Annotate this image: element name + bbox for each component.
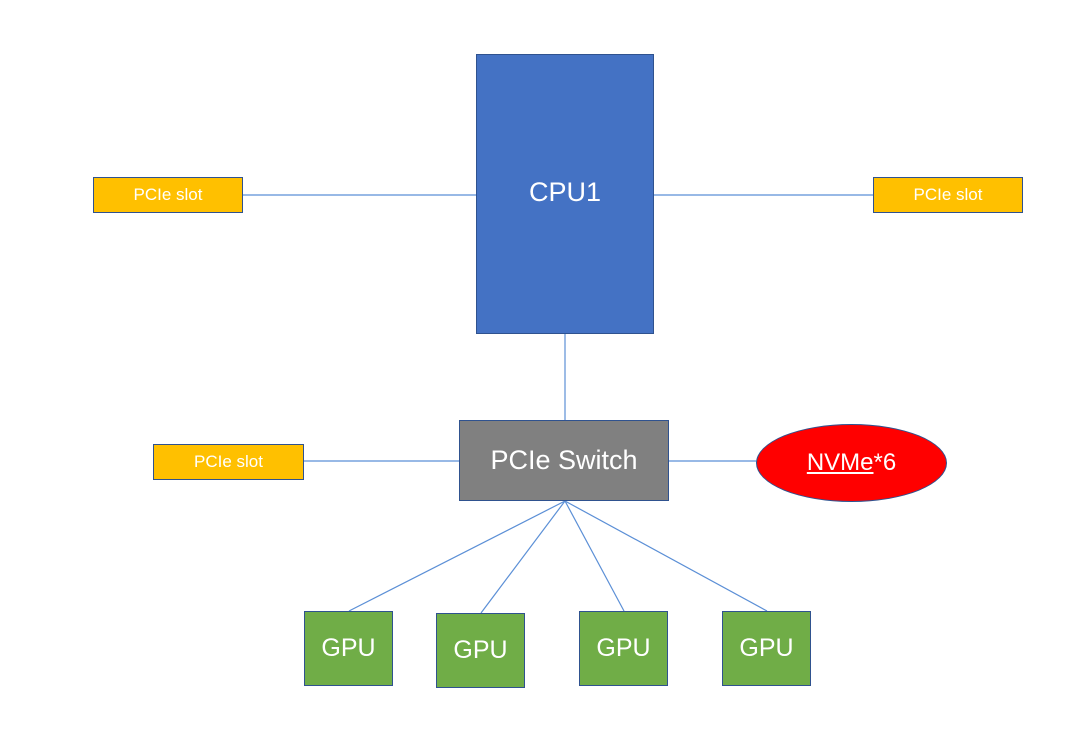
gpu-node-3: GPU <box>579 611 668 686</box>
nvme-node: NVMe*6 <box>756 424 947 502</box>
nvme-label-suffix: *6 <box>873 449 897 476</box>
pcie-slot-label: PCIe slot <box>194 452 263 471</box>
pcie-switch-label: PCIe Switch <box>490 445 638 475</box>
nvme-label: NVMe*6 <box>807 449 896 477</box>
gpu-label: GPU <box>321 634 376 662</box>
cpu-node: CPU1 <box>476 54 654 334</box>
pcie-slot-left-top: PCIe slot <box>93 177 243 213</box>
pcie-slot-left-mid: PCIe slot <box>153 444 304 480</box>
pcie-switch-node: PCIe Switch <box>459 420 669 501</box>
pcie-slot-right-top: PCIe slot <box>873 177 1023 213</box>
gpu-node-4: GPU <box>722 611 811 686</box>
link-switch-to-gpu-2 <box>480 500 566 614</box>
gpu-node-1: GPU <box>304 611 393 686</box>
link-switch-to-gpu-3 <box>564 500 625 612</box>
link-switch-to-gpu-1 <box>348 500 566 612</box>
nvme-label-main: NVMe <box>806 449 874 476</box>
gpu-label: GPU <box>453 636 508 664</box>
pcie-slot-label: PCIe slot <box>133 185 203 204</box>
cpu-label: CPU1 <box>528 177 602 207</box>
gpu-node-2: GPU <box>436 613 525 688</box>
gpu-label: GPU <box>596 634 651 662</box>
pcie-slot-label: PCIe slot <box>913 185 983 204</box>
gpu-label: GPU <box>739 634 794 662</box>
link-switch-to-gpu-4 <box>564 500 768 612</box>
